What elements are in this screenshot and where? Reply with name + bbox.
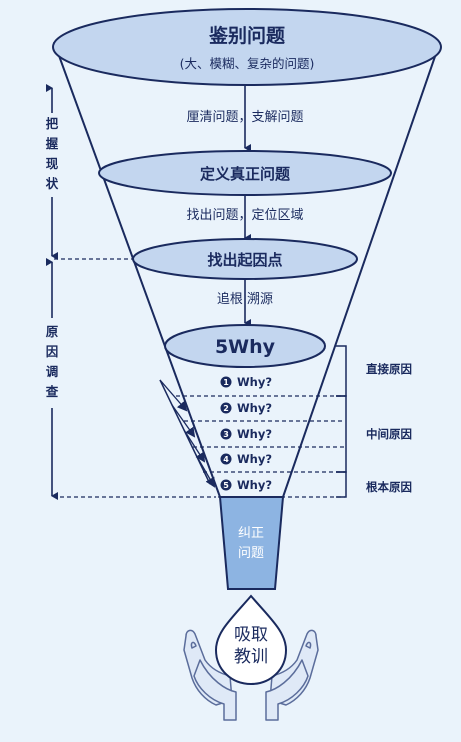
why-number: 3 <box>223 430 229 439</box>
correct-line-2: 问题 <box>238 546 264 561</box>
correct-tube <box>218 496 285 590</box>
identify-title: 鉴别问题 <box>208 25 285 47</box>
why-number: 1 <box>223 378 229 387</box>
investigate-char: 原 <box>46 324 59 339</box>
funnel-right-edge <box>282 41 441 498</box>
why-row-1: 1 Why? <box>220 375 272 389</box>
why-row-4: 4 Why? <box>220 452 272 466</box>
why-label: Why? <box>237 375 272 389</box>
why-label: Why? <box>237 427 272 441</box>
why-arrow-4 <box>195 454 216 488</box>
identify-subtitle: (大、模糊、复杂的问题) <box>180 56 315 71</box>
why-number-badge <box>220 453 232 465</box>
why-row-2: 2 Why? <box>220 401 272 415</box>
five-why-ellipse <box>164 324 326 368</box>
why-arrow-3 <box>183 429 206 463</box>
investigate-char: 调 <box>46 364 59 379</box>
why-arrow-2 <box>171 404 196 438</box>
why-number: 5 <box>223 481 229 490</box>
grasp-char: 状 <box>46 176 59 191</box>
grasp-label-bg <box>42 113 62 197</box>
root-cause-label: 根本原因 <box>366 480 412 494</box>
locate-note: 找出问题，定位区域 <box>186 208 303 223</box>
why-number-badge <box>220 479 232 491</box>
hands-icon <box>183 629 319 721</box>
define-ellipse <box>98 150 392 196</box>
clarify-note: 厘清问题，支解问题 <box>186 110 303 125</box>
grasp-char: 握 <box>46 136 59 151</box>
why-label: Why? <box>237 478 272 492</box>
direct-cause-label: 直接原因 <box>366 362 412 376</box>
origin-title: 找出起因点 <box>207 251 282 269</box>
why-row-3: 3 Why? <box>220 427 272 441</box>
trace-note: 追根 溯源 <box>217 291 273 307</box>
why-number: 2 <box>223 404 229 413</box>
investigate-label-bg <box>42 318 62 408</box>
root-cause-bracket <box>336 471 347 498</box>
lesson-line-2: 教训 <box>234 647 268 667</box>
define-title: 定义真正问题 <box>200 165 291 183</box>
why-number-badge <box>220 402 232 414</box>
why-row-5: 5 Why? <box>220 478 272 492</box>
middle-cause-label: 中间原因 <box>366 427 412 441</box>
why-label: Why? <box>237 452 272 466</box>
why-number-badge <box>220 376 232 388</box>
why-label: Why? <box>237 401 272 415</box>
grasp-char: 现 <box>46 156 59 171</box>
direct-cause-bracket <box>336 345 347 397</box>
middle-cause-bracket <box>336 395 347 473</box>
why-number-badge <box>220 428 232 440</box>
five-why-title: 5Why <box>215 336 276 358</box>
drop-icon <box>214 594 288 686</box>
why-arrow-1 <box>159 379 188 412</box>
investigate-char: 因 <box>46 344 59 359</box>
correct-line-1: 纠正 <box>238 526 264 541</box>
why-number: 4 <box>223 455 229 464</box>
identify-ellipse <box>52 8 442 86</box>
lesson-line-1: 吸取 <box>234 625 268 645</box>
grasp-char: 把 <box>46 116 59 131</box>
investigate-char: 查 <box>45 384 59 399</box>
